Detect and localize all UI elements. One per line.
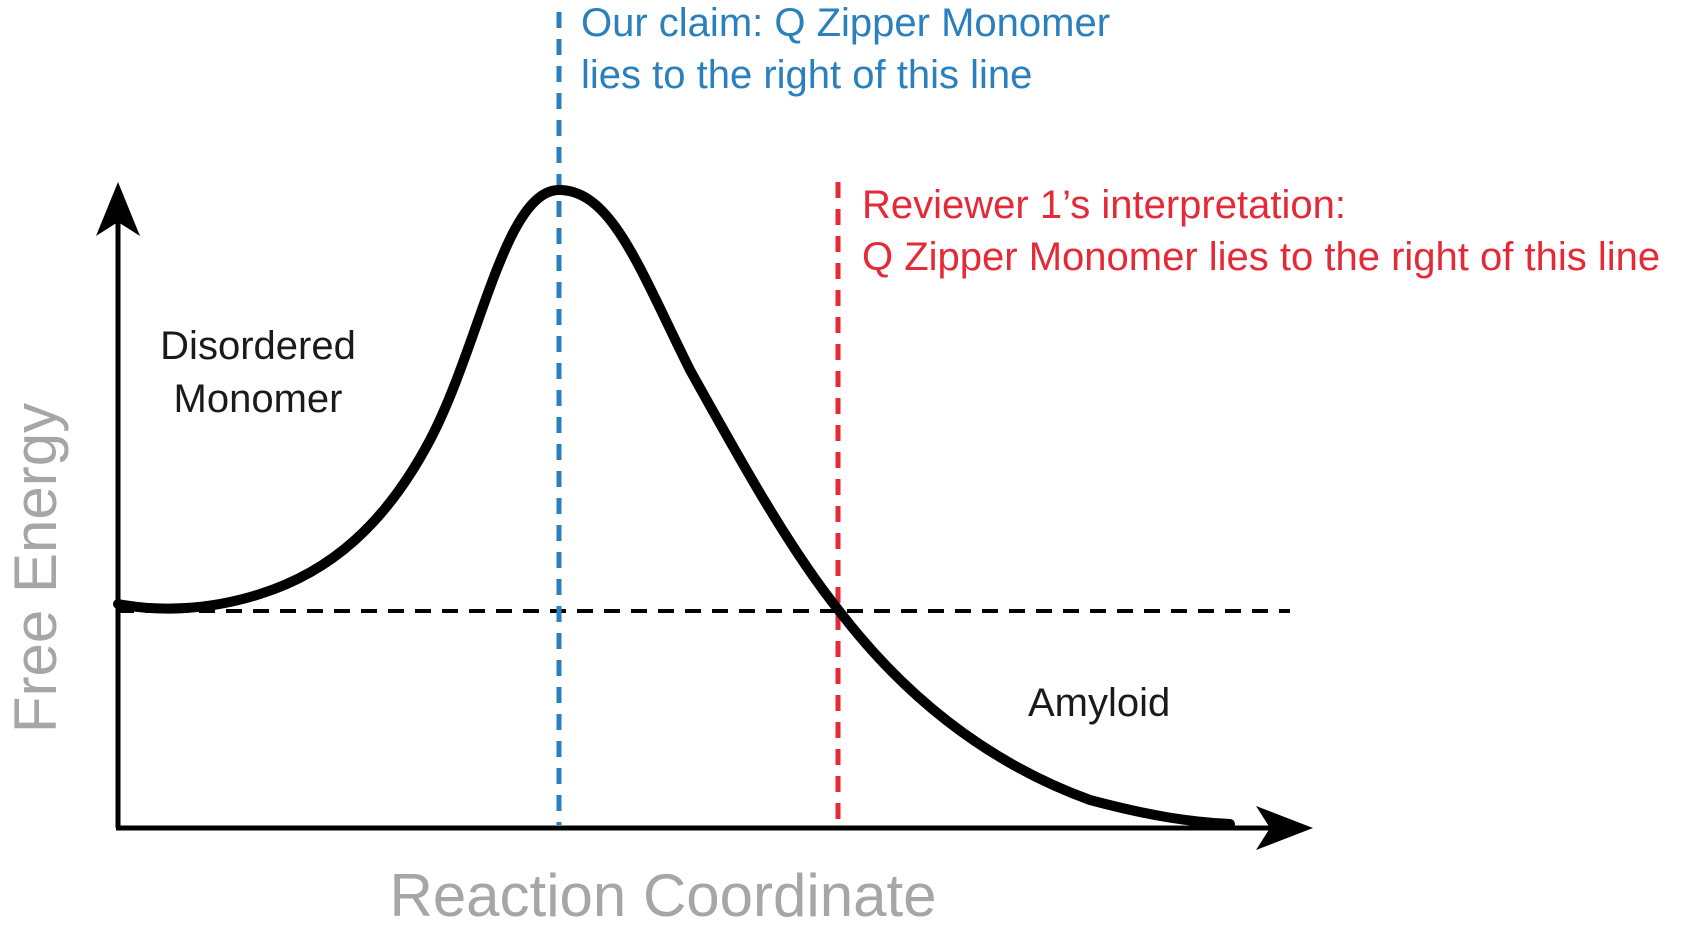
reviewer-text-line1: Reviewer 1’s interpretation: xyxy=(862,183,1346,227)
amyloid-label: Amyloid xyxy=(1028,681,1170,725)
disordered-monomer-label-line1: Disordered xyxy=(160,324,356,368)
our-claim-text-line1: Our claim: Q Zipper Monomer xyxy=(581,1,1110,45)
y-axis-arrowhead xyxy=(96,182,140,236)
x-axis-arrowhead xyxy=(1256,806,1313,850)
our-claim-text-line2: lies to the right of this line xyxy=(581,53,1032,97)
x-axis-label: Reaction Coordinate xyxy=(389,862,936,929)
disordered-monomer-label-line2: Monomer xyxy=(174,377,343,421)
reviewer-text-line2: Q Zipper Monomer lies to the right of th… xyxy=(862,235,1660,279)
energy-curve xyxy=(113,184,1235,829)
y-axis-label: Free Energy xyxy=(2,403,69,733)
